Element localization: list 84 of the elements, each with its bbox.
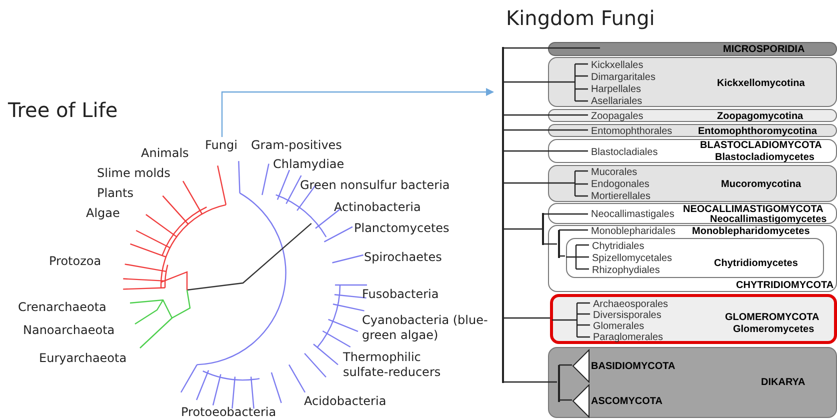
taxon-label: Chlamydiae	[273, 157, 344, 172]
taxon-label: Gram-positives	[251, 138, 342, 153]
clade-band	[548, 139, 837, 163]
order-name: Archaeosporales	[593, 299, 668, 310]
order-name: Chytridiales	[592, 241, 644, 252]
branch-line	[504, 228, 542, 230]
branch-line	[504, 381, 557, 383]
taxon-label: Fungi	[205, 138, 238, 153]
clade-name: ASCOMYCOTA	[591, 396, 662, 407]
taxon-label: Nanoarchaeota	[23, 323, 115, 338]
order-name: Zoopagales	[591, 111, 644, 122]
branch-line	[504, 81, 548, 83]
branch-line	[504, 129, 548, 131]
clade-name: Monoblepharidomycetes	[692, 226, 810, 237]
branch-line	[544, 213, 548, 215]
order-name: Paraglomerales	[593, 332, 664, 343]
clade-name: Glomeromycetes	[733, 324, 814, 335]
clade-name: MICROSPORIDIA	[723, 44, 805, 55]
clade-name: DIKARYA	[761, 377, 806, 388]
clade-band	[548, 165, 837, 202]
taxon-label: Actinobacteria	[334, 200, 421, 215]
order-name: Spizellomycetales	[592, 253, 672, 264]
clade-name: Zoopagomycotina	[717, 111, 804, 122]
taxon-label: Cyanobacteria (blue-green algae)	[362, 313, 489, 343]
taxon-label: Plants	[97, 186, 134, 201]
clade-band	[548, 109, 837, 122]
branch-line	[504, 317, 550, 319]
taxon-label: Protozoa	[49, 254, 102, 269]
taxon-label: Algae	[86, 206, 120, 221]
clade-name: Chytridiomycetes	[714, 258, 798, 269]
clade-name: BLASTOCLADIOMYCOTA	[700, 140, 822, 151]
order-name: Endogonales	[591, 179, 650, 190]
order-name: Blastocladiales	[591, 147, 658, 158]
order-name: Rhizophydiales	[592, 265, 660, 276]
taxon-label: Slime molds	[97, 166, 170, 181]
clade-name: Kickxellomycotina	[717, 78, 805, 89]
clade-band	[548, 124, 837, 137]
taxon-label: Protoeobacteria	[181, 405, 276, 420]
branch-line	[544, 243, 557, 245]
branch-line	[559, 364, 572, 366]
clade-name: CHYTRIDIOMYCOTA	[736, 280, 834, 291]
taxon-label: Animals	[141, 146, 189, 161]
taxon-label: Planctomycetes	[354, 221, 450, 236]
branch-line	[559, 255, 565, 257]
clade-band	[550, 294, 837, 344]
clade-band	[548, 203, 837, 224]
taxon-label: Green nonsulfur bacteria	[300, 178, 450, 193]
page-title: Tree of Life	[8, 98, 118, 122]
order-name: Glomerales	[593, 321, 644, 332]
order-name: Kickxellales	[591, 60, 644, 71]
arrow	[221, 88, 494, 137]
taxon-label: Crenarchaeota	[18, 300, 106, 315]
clade-name: BASIDIOMYCOTA	[591, 361, 676, 372]
clade-name: Mucoromycotina	[721, 179, 802, 190]
clade-band	[548, 225, 837, 292]
order-name: Diversisporales	[593, 310, 662, 321]
order-name: Mucorales	[591, 167, 638, 178]
taxon-label: Spirochaetes	[364, 250, 442, 265]
clade-band	[548, 57, 837, 107]
order-name: Dimargaritales	[591, 72, 656, 83]
branch-line	[504, 114, 548, 116]
branch-line	[559, 399, 572, 401]
order-name: Monoblepharidales	[591, 226, 676, 237]
clade-name: GLOMEROMYCOTA	[725, 312, 820, 323]
clade-name: Blastocladiomycetes	[715, 152, 814, 163]
taxon-label: Acidobacteria	[304, 394, 386, 409]
panel-title: Kingdom Fungi	[506, 6, 655, 30]
branch-line	[504, 150, 548, 152]
taxon-label: Thermophilic sulfate-reducers	[343, 350, 442, 380]
branch-line	[504, 182, 548, 184]
order-name: Mortierellales	[591, 191, 650, 202]
clade-name: NEOCALLIMASTIGOMYCOTA	[683, 204, 824, 215]
order-name: Asellariales	[591, 96, 642, 107]
taxon-label: Euryarchaeota	[39, 351, 127, 366]
clade-band	[548, 347, 837, 418]
clade-band	[548, 42, 837, 56]
branch-line	[504, 47, 548, 49]
order-name: Entomophthorales	[591, 126, 672, 137]
taxon-label: Fusobacteria	[362, 287, 439, 302]
clade-name: Entomophthoromycotina	[698, 126, 817, 137]
clade-band	[566, 238, 824, 278]
order-name: Harpellales	[591, 84, 642, 95]
clade-name: Neocallimastigomycetes	[710, 214, 827, 225]
order-name: Neocallimastigales	[591, 209, 674, 220]
